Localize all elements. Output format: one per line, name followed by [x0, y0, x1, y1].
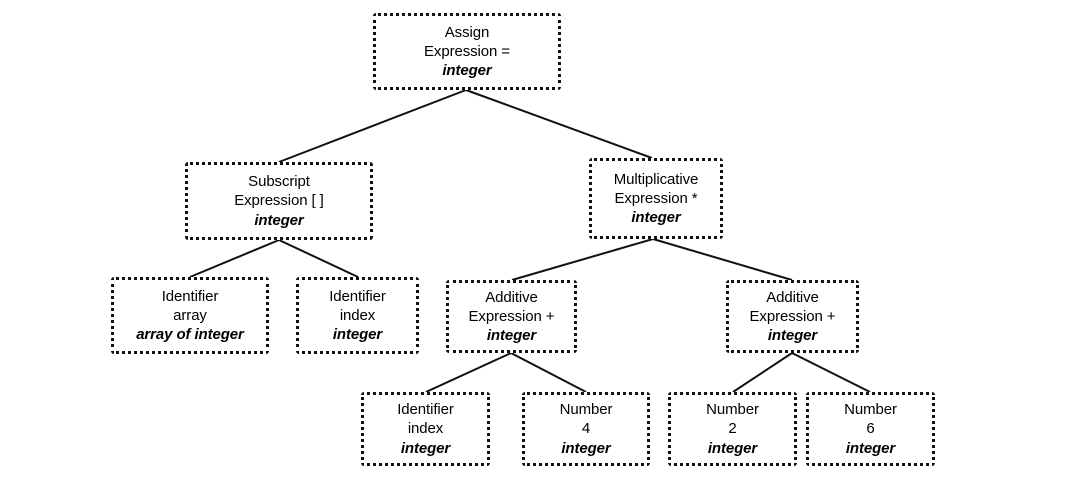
node-kind-label: Identifier: [329, 287, 386, 305]
node-type-label: integer: [442, 62, 492, 80]
tree-edge-subscript-identifier-index: [278, 239, 359, 278]
node-type-label: integer: [332, 326, 383, 344]
node-lexeme-label: Expression +: [468, 307, 555, 325]
node-kind-label: Identifier: [161, 287, 219, 305]
node-lexeme-label: Expression +: [749, 307, 836, 325]
node-kind-label: Number: [706, 401, 759, 419]
tree-edge-assign-multiplicative: [465, 89, 653, 159]
node-lexeme-label: 4: [581, 420, 591, 438]
node-lexeme-label: index: [407, 420, 444, 438]
node-type-label: integer: [845, 439, 896, 457]
node-type-label: array of integer: [136, 326, 244, 344]
tree-edge-additive-right-number2: [732, 352, 793, 393]
node-type-label: integer: [254, 211, 304, 229]
node-type-label: integer: [631, 209, 681, 227]
tree-edge-mult-additive-right: [652, 238, 793, 281]
tree-edge-assign-subscript: [278, 89, 467, 163]
node-lexeme-label: Expression [ ]: [234, 192, 324, 210]
node-type-label: integer: [707, 439, 758, 457]
node-kind-label: Number: [559, 401, 613, 419]
node-type-label: integer: [400, 439, 451, 457]
node-lexeme-label: 2: [728, 420, 737, 438]
node-kind-label: Subscript: [248, 173, 310, 191]
node-lexeme-label: Expression =: [424, 42, 510, 60]
node-kind-label: Number: [844, 401, 897, 419]
node-type-label: integer: [486, 327, 537, 345]
node-lexeme-label: 6: [866, 420, 875, 438]
node-kind-label: Additive: [766, 288, 819, 306]
node-lexeme-label: Expression *: [614, 189, 698, 207]
node-lexeme-label: index: [339, 306, 376, 324]
tree-edge-additive-left-identifier: [425, 352, 512, 393]
tree-edge-additive-left-number4: [510, 352, 587, 393]
tree-edge-subscript-identifier-array: [189, 239, 280, 278]
node-type-label: integer: [561, 439, 611, 457]
node-kind-label: Identifier: [397, 401, 454, 419]
node-kind-label: Multiplicative: [613, 170, 699, 188]
node-lexeme-label: array: [173, 306, 207, 324]
tree-edge-additive-right-number6: [791, 352, 871, 393]
tree-edge-mult-additive-left: [511, 238, 654, 281]
node-type-label: integer: [767, 327, 818, 345]
node-kind-label: Assign: [444, 23, 490, 41]
node-kind-label: Additive: [485, 288, 538, 306]
